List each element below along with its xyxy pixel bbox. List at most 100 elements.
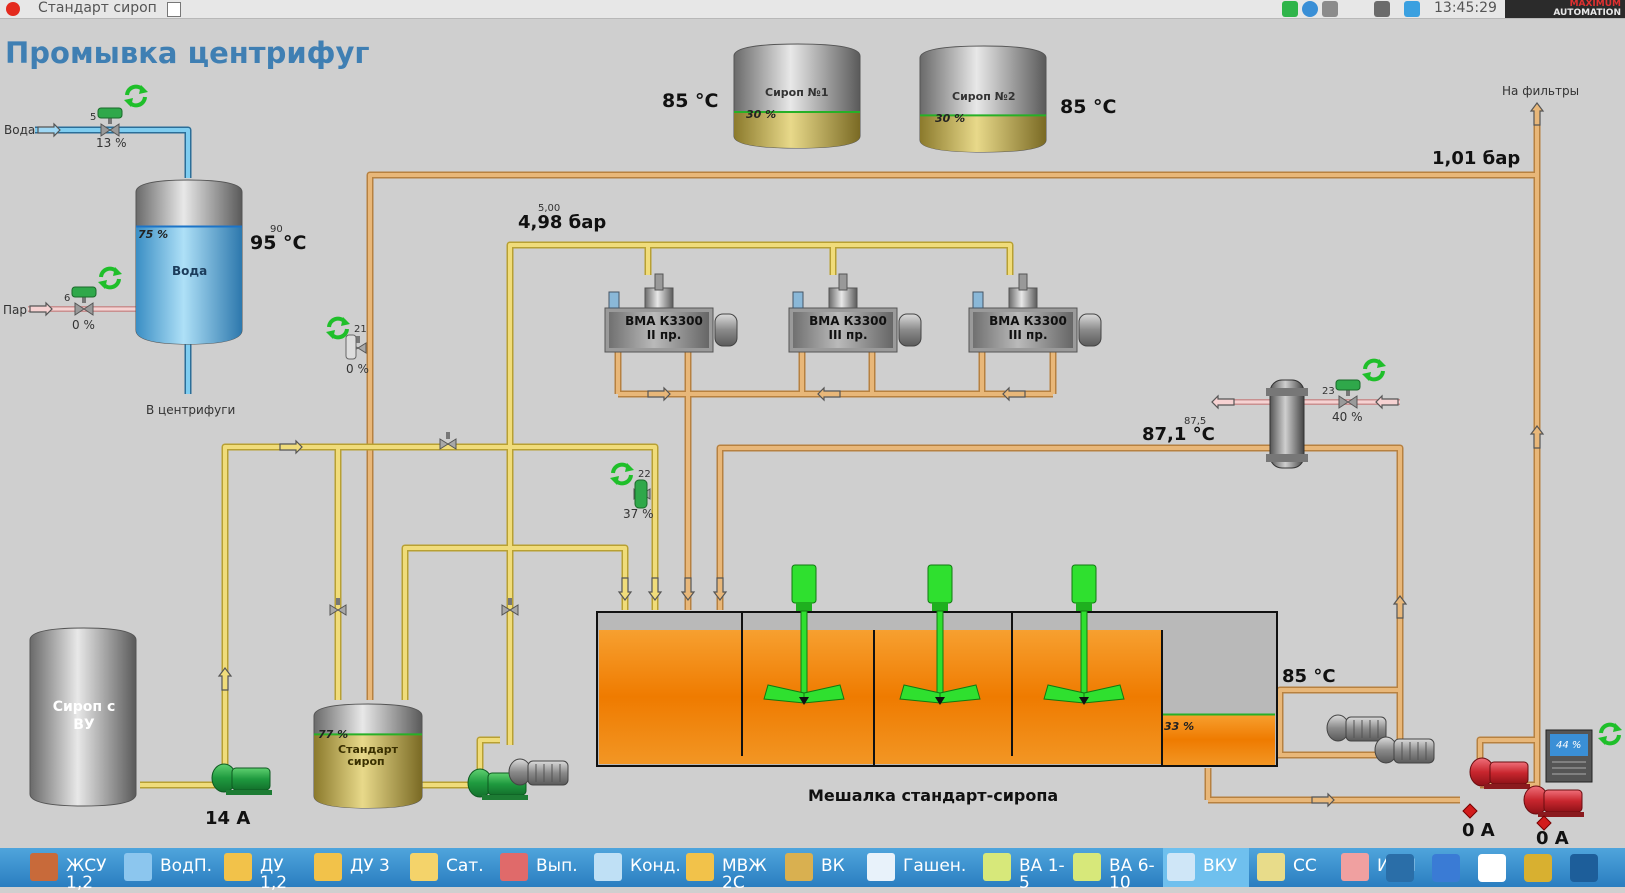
taskbar-item-10[interactable]: Гашен. xyxy=(863,848,975,887)
menu-icon[interactable] xyxy=(1386,854,1414,882)
pump-syrup-vu[interactable] xyxy=(211,763,273,796)
vku-icon xyxy=(1167,853,1195,881)
taskbar-item-label: СС xyxy=(1293,856,1317,876)
centrifuge-pressure-setpoint: 5,00 xyxy=(538,203,561,214)
pump-red-2[interactable] xyxy=(1523,785,1585,818)
taskbar-item-4[interactable]: ДУ 3 xyxy=(310,848,402,887)
syrup-vu-tank[interactable] xyxy=(29,627,137,807)
taskbar-item-label: ВКУ xyxy=(1203,856,1238,876)
heater-temperature-setpoint: 87,5 xyxy=(1184,416,1207,427)
taskbar-item-3[interactable]: ДУ 1,2 xyxy=(220,848,306,892)
valve-23-number: 23 xyxy=(1322,386,1335,397)
taskbar-item-12[interactable]: ВА 6-10 xyxy=(1069,848,1159,892)
syrup-2-label: Сироп №2 xyxy=(952,90,1016,103)
taskbar-item-label: ВК xyxy=(821,856,845,876)
taskbar-item-2[interactable]: ВодП. xyxy=(120,848,216,887)
pump-mixer-motor-2[interactable] xyxy=(1374,736,1435,764)
taskbar-item-5[interactable]: Сат. xyxy=(406,848,492,887)
engineer-icon[interactable] xyxy=(1524,854,1552,882)
close-icon[interactable] xyxy=(6,2,20,16)
auto-mode-icon-5[interactable] xyxy=(122,83,150,109)
water-temperature-setpoint: 90 xyxy=(270,224,283,235)
taskbar-item-label: ВодП. xyxy=(160,856,213,876)
taskbar-item-6[interactable]: Вып. xyxy=(496,848,586,887)
standard-syrup-level: 77 % xyxy=(318,728,349,741)
pump-2-current: 0 A xyxy=(1462,820,1495,841)
mvzh-icon xyxy=(686,853,714,881)
actuator-22 xyxy=(634,479,648,509)
taskbar-item-label: Вып. xyxy=(536,856,578,876)
diffuser-icon xyxy=(314,853,342,881)
auto-mode-icon-21[interactable] xyxy=(324,315,352,341)
display-level: 44 % xyxy=(1556,740,1582,751)
taskbar-item-9[interactable]: ВК xyxy=(781,848,859,887)
heat-exchanger[interactable] xyxy=(1266,379,1308,469)
standard-syrup-tank[interactable] xyxy=(313,703,423,809)
network-icon[interactable] xyxy=(1302,1,1318,17)
water-icon xyxy=(124,853,152,881)
level-display-device[interactable] xyxy=(1545,729,1593,783)
auto-mode-icon-6[interactable] xyxy=(96,265,124,291)
water-temperature: 95 °C xyxy=(250,232,307,254)
pump-3-current: 0 A xyxy=(1536,828,1569,849)
taskbar-item-13[interactable]: ВКУ xyxy=(1163,848,1249,887)
telegram-icon[interactable] xyxy=(1404,1,1420,17)
process-schematic xyxy=(28,43,1624,831)
add-icon[interactable] xyxy=(1282,1,1298,17)
window-title: Стандарт сироп xyxy=(38,0,157,16)
heater-temperature: 87,1 °C xyxy=(1142,424,1215,445)
water-tank-label: Вода xyxy=(172,264,208,278)
document-icon[interactable] xyxy=(167,2,181,17)
taskbar-item-15[interactable]: ИОП xyxy=(1337,848,1431,887)
sugar-icon xyxy=(30,853,58,881)
pump-red-1[interactable] xyxy=(1469,757,1531,790)
syrup-2-level: 30 % xyxy=(935,112,966,125)
taskbar-item-11[interactable]: ВА 1-5 xyxy=(979,848,1065,892)
syrup-tank-2[interactable] xyxy=(919,45,1047,153)
to-centrifuges-label: В центрифуги xyxy=(146,403,236,417)
settings-icon[interactable] xyxy=(1432,854,1460,882)
vk-icon xyxy=(785,853,813,881)
condensate-icon xyxy=(594,853,622,881)
evaporator-icon xyxy=(500,853,528,881)
info-icon[interactable] xyxy=(1570,854,1598,882)
printer-icon[interactable] xyxy=(1374,1,1390,17)
vacuum-icon xyxy=(1073,853,1101,881)
taskbar-item-1[interactable]: ЖСУ 1,2 xyxy=(26,848,116,892)
syrup-1-temperature: 85 °C xyxy=(662,90,719,112)
taskbar-item-label: ВА 1-5 xyxy=(1019,856,1065,893)
centrifuge-pressure: 4,98 бар xyxy=(518,212,607,233)
mixer-label: Мешалка стандарт-сиропа xyxy=(808,786,1059,805)
diffuser-icon xyxy=(224,853,252,881)
actuator-21 xyxy=(345,334,357,360)
auto-mode-icon-display[interactable] xyxy=(1596,721,1624,747)
taskbar-item-8[interactable]: МВЖ 2С xyxy=(682,848,777,892)
pump-mixer-motor-1[interactable] xyxy=(1326,714,1387,742)
syrup-1-level: 30 % xyxy=(746,108,777,121)
syrup-tank-1[interactable] xyxy=(733,43,861,149)
page-title: Промывка центрифуг xyxy=(5,36,370,70)
taskbar-item-14[interactable]: СС xyxy=(1253,848,1333,887)
mixer-level: 33 % xyxy=(1164,720,1195,733)
chart-icon[interactable] xyxy=(1478,854,1506,882)
clock: 13:45:29 xyxy=(1434,0,1497,16)
steam-inlet-label: Пар xyxy=(3,303,27,317)
taskbar-item-label: Конд. xyxy=(630,856,681,876)
valve-5-number: 5 xyxy=(90,112,97,123)
iop-icon xyxy=(1341,853,1369,881)
auto-mode-icon-23[interactable] xyxy=(1360,357,1388,383)
syrup-icon xyxy=(1257,853,1285,881)
tools-icon[interactable] xyxy=(1322,1,1338,17)
auto-mode-icon-22[interactable] xyxy=(608,461,636,487)
taskbar-item-7[interactable]: Конд. xyxy=(590,848,681,887)
water-tank[interactable] xyxy=(135,179,243,345)
valve-22-percent: 37 % xyxy=(623,507,654,521)
water-inlet-label: Вода xyxy=(4,123,36,137)
